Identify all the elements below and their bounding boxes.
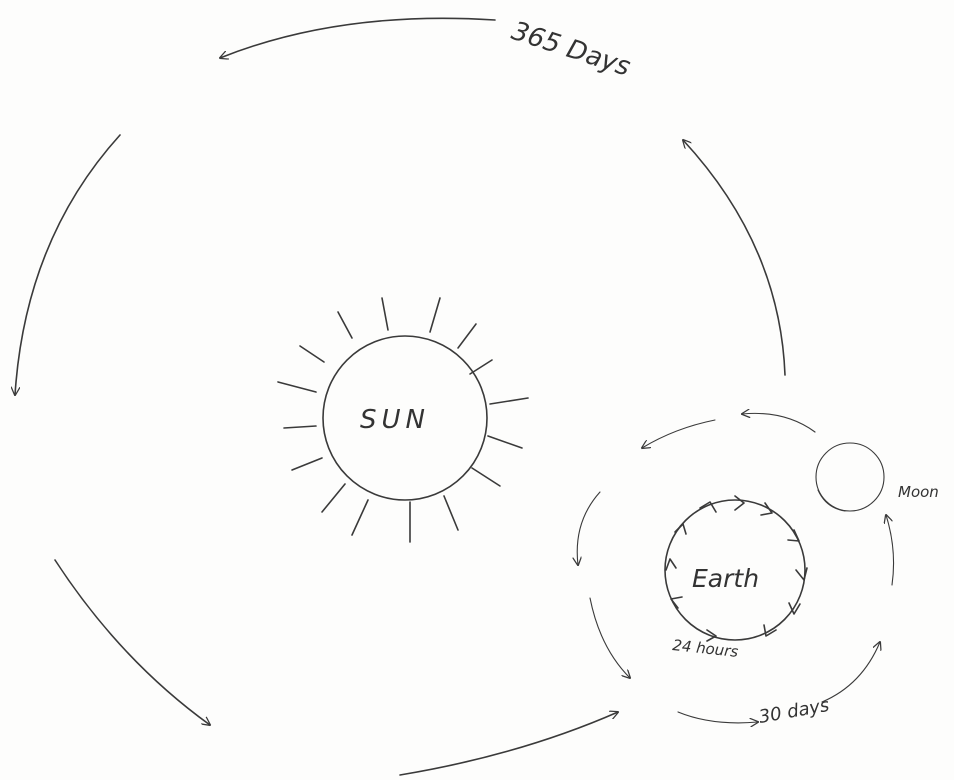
moon-orbit-arc-bottom	[678, 712, 758, 723]
moon-orbit-arc-left	[577, 492, 600, 565]
year-label: 365 Days	[508, 16, 634, 82]
orbit-arc-top	[220, 18, 495, 58]
sun-label: SUN	[360, 405, 430, 435]
moon-orbit-arc-right	[886, 515, 894, 585]
orbit-arc-left	[15, 135, 120, 395]
orbit-arc-right	[683, 140, 785, 375]
moon-orbit-arc-lower-right	[822, 642, 880, 702]
moon-shadow	[818, 490, 845, 511]
sun: SUN	[278, 298, 528, 542]
moon-label: Moon	[898, 483, 939, 501]
orbit-arc-bottom	[400, 712, 618, 775]
earth: Earth	[665, 496, 807, 641]
moon-orbit-arc-top	[742, 413, 815, 432]
moon-orbit-arc-upper-left	[642, 420, 715, 448]
month-label: 30 days	[757, 695, 831, 728]
moon: Moon	[816, 443, 939, 511]
earth-orbit	[15, 18, 785, 775]
moon-disc	[816, 443, 884, 511]
orbit-arc-bottom-left	[55, 560, 210, 725]
moon-orbit-arc-lower-left	[590, 598, 630, 678]
earth-label: Earth	[692, 564, 759, 593]
